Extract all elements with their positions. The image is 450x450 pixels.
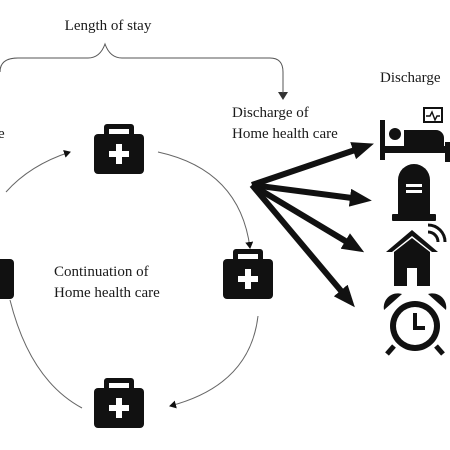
tombstone-icon bbox=[392, 164, 436, 221]
medical-kit-icon bbox=[94, 124, 144, 174]
continuation-label: Continuation of bbox=[54, 264, 149, 280]
medical-kit-icon bbox=[94, 378, 144, 428]
arrow-to-home bbox=[250, 182, 365, 253]
length-of-stay-brace bbox=[0, 42, 284, 73]
brace-arrowhead bbox=[278, 92, 288, 100]
cycle-arrow-bottom-to-left bbox=[9, 299, 83, 409]
home-icon bbox=[386, 223, 447, 286]
discharge-heading: Discharge bbox=[380, 70, 441, 86]
cycle-arrow-top-to-right bbox=[157, 151, 254, 249]
length-of-stay-label: Length of stay bbox=[65, 18, 152, 34]
arrow-to-other bbox=[249, 183, 355, 308]
cycle-arrows bbox=[5, 150, 259, 409]
cycle-arrow-left-to-top bbox=[5, 150, 71, 193]
medical-kit-icon bbox=[0, 259, 14, 299]
discharge-of-label-line2: Home health care bbox=[232, 126, 338, 142]
left-fragment-label: e bbox=[0, 126, 5, 142]
alarm-clock-icon bbox=[383, 293, 447, 356]
continuation-label-line2: Home health care bbox=[54, 285, 160, 301]
cycle-arrow-right-to-bottom bbox=[169, 315, 259, 409]
discharge-of-label: Discharge of bbox=[232, 105, 309, 121]
arrow-to-hospital bbox=[251, 142, 374, 188]
medical-kit-icon bbox=[223, 249, 273, 299]
discharge-arrows bbox=[249, 142, 374, 308]
arrow-to-death bbox=[251, 182, 372, 207]
hospital-bed-icon bbox=[380, 107, 450, 162]
